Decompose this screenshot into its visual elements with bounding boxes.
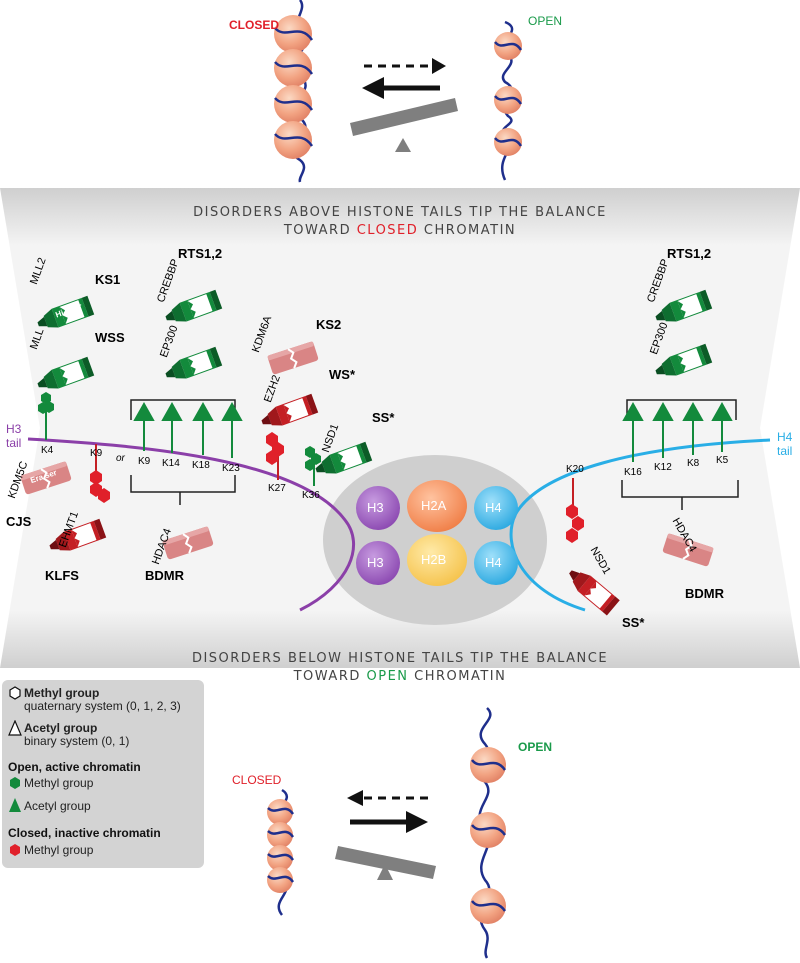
residue-k5: K5 [716,455,729,466]
disorder-wss: WSS [95,330,125,345]
residue-or: or [116,453,125,464]
h3-acetyl-marks [130,399,243,505]
top-balance [350,58,458,152]
legend-methyl-title: Methyl group [24,686,100,700]
disorder-klfs: KLFS [45,568,79,583]
disorder-rts-right: RTS1,2 [667,246,712,261]
disorder-ks1: KS1 [95,272,121,287]
open-acetyl-icon [9,798,21,812]
bottom-banner-line1: DISORDERS BELOW HISTONE TAILS TIP THE BA… [191,651,609,666]
disorder-ss-top: SS* [372,410,395,425]
residue-k36: K36 [302,490,320,501]
residue-k4: K4 [41,445,54,456]
h3-k27-methyl-marks [266,432,284,480]
disorder-bdmr-left: BDMR [145,568,184,583]
bottom-banner: DISORDERS BELOW HISTONE TAILS TIP THE BA… [0,650,800,686]
residue-k18: K18 [192,460,210,471]
legend-closed-title: Closed, inactive chromatin [8,826,161,840]
histone-h2b: H2B [421,552,447,567]
disorder-cjs: CJS [6,514,32,529]
legend-open-acetyl: Acetyl group [24,799,91,813]
top-closed-label: CLOSED [229,18,280,32]
residue-k9-a: K9 [90,448,103,459]
residue-k9-b: K9 [138,456,151,467]
h3-k4-methyl-marks [38,392,54,440]
disorder-ws: WS* [329,367,355,382]
bottom-open-label: OPEN [518,740,553,754]
histone-h4-bottom: H4 [485,555,502,570]
legend-open-methyl: Methyl group [24,776,94,790]
legend-acetyl-title: Acetyl group [24,721,98,735]
bottom-closed-chromatin [267,788,295,916]
bottom-banner-line2: TOWARD OPEN CHROMATIN [293,669,507,684]
legend-open-title: Open, active chromatin [8,760,141,774]
top-open-chromatin [494,20,523,181]
top-banner-line2: TOWARD CLOSED CHROMATIN [283,223,517,238]
residue-k16: K16 [624,467,642,478]
histone-h2a: H2A [421,498,447,513]
top-closed-chromatin [274,0,314,183]
residue-k23: K23 [222,463,240,474]
disorder-rts-left: RTS1,2 [178,246,223,261]
residue-k14: K14 [162,458,180,469]
residue-k12: K12 [654,462,672,473]
closed-methyl-icon [10,844,20,856]
legend-panel: Methyl group quaternary system (0, 1, 2,… [2,680,204,868]
methyl-outline-icon [9,686,21,700]
top-banner-line1: DISORDERS ABOVE HISTONE TAILS TIP THE BA… [193,205,607,220]
bottom-banner-highlight: OPEN [366,669,409,684]
disorder-ss-h4: SS* [622,615,645,630]
histone-h3-top: H3 [367,500,384,515]
bottom-open-chromatin [470,707,507,959]
bottom-closed-label: CLOSED [232,773,282,787]
histone-h3-bottom: H3 [367,555,384,570]
disorder-bdmr-right: BDMR [685,586,724,601]
legend-acetyl-desc: binary system (0, 1) [24,734,130,748]
legend-methyl-desc: quaternary system (0, 1, 2, 3) [24,699,181,713]
histone-octamer [356,480,518,586]
histone-h4-top: H4 [485,500,502,515]
residue-k8: K8 [687,458,700,469]
bottom-balance [335,790,436,880]
residue-k27: K27 [268,483,286,494]
top-banner: DISORDERS ABOVE HISTONE TAILS TIP THE BA… [0,204,800,240]
h4-k20-methyl-marks [566,478,584,543]
disorder-ks2: KS2 [316,317,342,332]
h3-k9-methyl-marks [90,444,110,503]
open-methyl-icon [10,777,20,789]
top-open-label: OPEN [528,14,563,28]
top-banner-highlight: CLOSED [356,223,419,238]
h4-acetyl-marks [621,399,739,510]
legend-closed-methyl: Methyl group [24,843,94,857]
acetyl-outline-icon [8,720,22,736]
residue-k20: K20 [566,464,584,475]
h3-k36-methyl-marks [305,446,321,486]
